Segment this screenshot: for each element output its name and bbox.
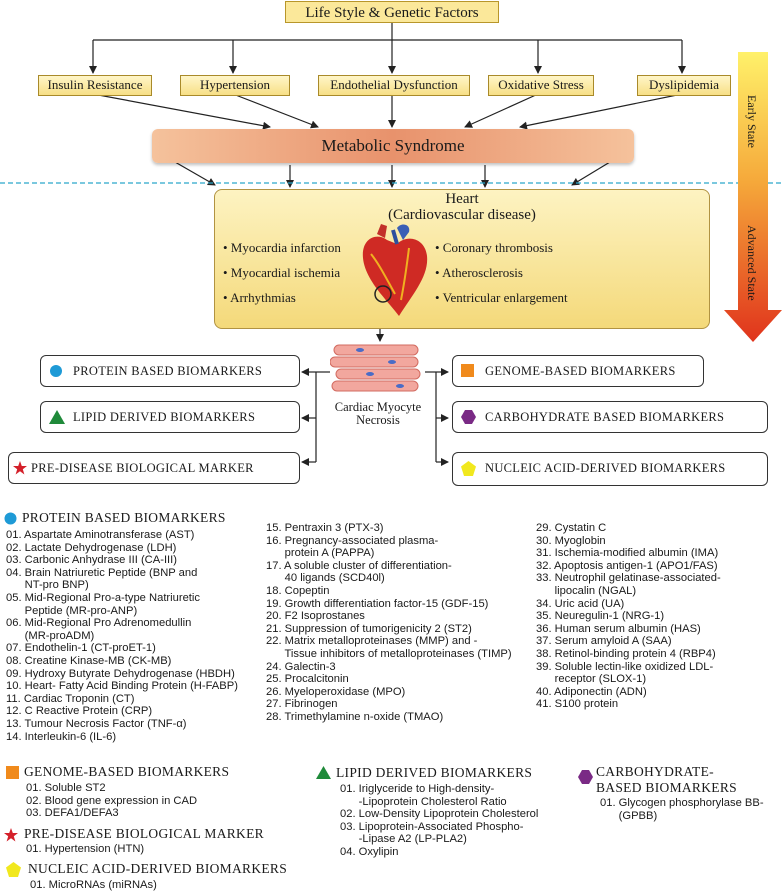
protein-list-col1: 01. Aspartate Aminotransferase (AST) 02.… [6,529,238,743]
early-state-label: Early State [745,95,759,148]
factor-hypertension: Hypertension [180,75,290,96]
green-triangle-icon [49,410,65,424]
disease-item: • Coronary thrombosis [435,240,553,255]
protein-list-col2: 15. Pentraxin 3 (PTX-3) 16. Pregnancy-as… [266,522,512,723]
lipid-list-items: 01. Iriglyceride to High-density- -Lipop… [340,783,539,858]
purple-hexagon-icon [461,410,476,424]
red-star-icon [13,461,27,475]
carbohydrate-list-header2: BASED BIOMARKERS [596,780,737,795]
heart-subtitle: (Cardiovascular disease) [388,207,536,223]
green-triangle-icon [316,766,331,779]
factor-endothelial-dysfunction: Endothelial Dysfunction [318,75,470,96]
yellow-pentagon-icon [6,862,21,877]
factor-oxidative-stress: Oxidative Stress [488,75,594,96]
necrosis-line2: Necrosis [356,413,400,427]
disease-item: • Atherosclerosis [435,265,523,280]
carbohydrate-list-header1: CARBOHYDRATE- [596,764,714,779]
nucleic-biomarker-box: NUCLEIC ACID-DERIVED BIOMARKERS [452,452,768,486]
carbohydrate-list-items: 01. Glycogen phosphorylase BB- (GPBB) [600,797,764,822]
predisease-list-header: PRE-DISEASE BIOLOGICAL MARKER [24,826,264,841]
predisease-list-items: 01. Hypertension (HTN) [26,843,145,855]
heart-right-list: • Coronary thrombosis • Atherosclerosis … [435,235,568,310]
factor-insulin-resistance: Insulin Resistance [38,75,152,96]
myocyte-illustration [330,344,421,392]
advanced-state-label: Advanced State [745,225,759,301]
lipid-box-label: LIPID DERIVED BIOMARKERS [73,410,256,424]
genome-list-header: GENOME-BASED BIOMARKERS [24,764,230,779]
stage-arrow [724,52,782,342]
lipid-list-header: LIPID DERIVED BIOMARKERS [336,765,533,780]
factor-dyslipidemia: Dyslipidemia [637,75,731,96]
blue-circle-icon [50,365,62,377]
red-star-icon [4,828,18,842]
heart-title: Heart [445,191,479,207]
disease-item: • Myocardia infarction [223,240,341,255]
necrosis-label: Cardiac Myocyte Necrosis [318,401,438,427]
protein-list-header: PROTEIN BASED BIOMARKERS [22,510,226,525]
carbohydrate-box-label: CARBOHYDRATE BASED BIOMARKERS [485,410,725,424]
heart-left-list: • Myocardia infarction • Myocardial isch… [223,235,341,310]
orange-square-icon [461,364,474,377]
nucleic-list-items: 01. MicroRNAs (miRNAs) [30,879,157,891]
heart-illustration [362,224,428,316]
heart-disease-box: Heart (Cardiovascular disease) • Myocard… [214,189,710,329]
genome-list-items: 01. Soluble ST2 02. Blood gene expressio… [26,782,198,820]
lifestyle-genetic-box: Life Style & Genetic Factors [285,1,499,23]
metabolic-syndrome-box: Metabolic Syndrome [152,129,634,163]
disease-item: • Myocardial ischemia [223,265,341,280]
disease-item: • Arrhythmias [223,290,296,305]
nucleic-list-header: NUCLEIC ACID-DERIVED BIOMARKERS [28,861,288,876]
purple-hexagon-icon [578,770,593,784]
orange-square-icon [6,766,19,779]
lipid-biomarker-box: LIPID DERIVED BIOMARKERS [40,401,300,433]
protein-biomarker-box: PROTEIN BASED BIOMARKERS [40,355,300,387]
blue-circle-icon [4,512,17,525]
necrosis-line1: Cardiac Myocyte [334,400,422,414]
disease-item: • Ventricular enlargement [435,290,568,305]
nucleic-box-label: NUCLEIC ACID-DERIVED BIOMARKERS [485,461,726,475]
protein-list-col3: 29. Cystatin C 30. Myoglobin 31. Ischemi… [536,522,721,711]
carbohydrate-biomarker-box: CARBOHYDRATE BASED BIOMARKERS [452,401,768,433]
predisease-biomarker-box: PRE-DISEASE BIOLOGICAL MARKER [8,452,300,484]
genome-box-label: GENOME-BASED BIOMARKERS [485,364,676,378]
protein-box-label: PROTEIN BASED BIOMARKERS [73,364,263,378]
genome-biomarker-box: GENOME-BASED BIOMARKERS [452,355,704,387]
yellow-pentagon-icon [461,461,476,476]
predisease-box-label: PRE-DISEASE BIOLOGICAL MARKER [31,461,254,475]
